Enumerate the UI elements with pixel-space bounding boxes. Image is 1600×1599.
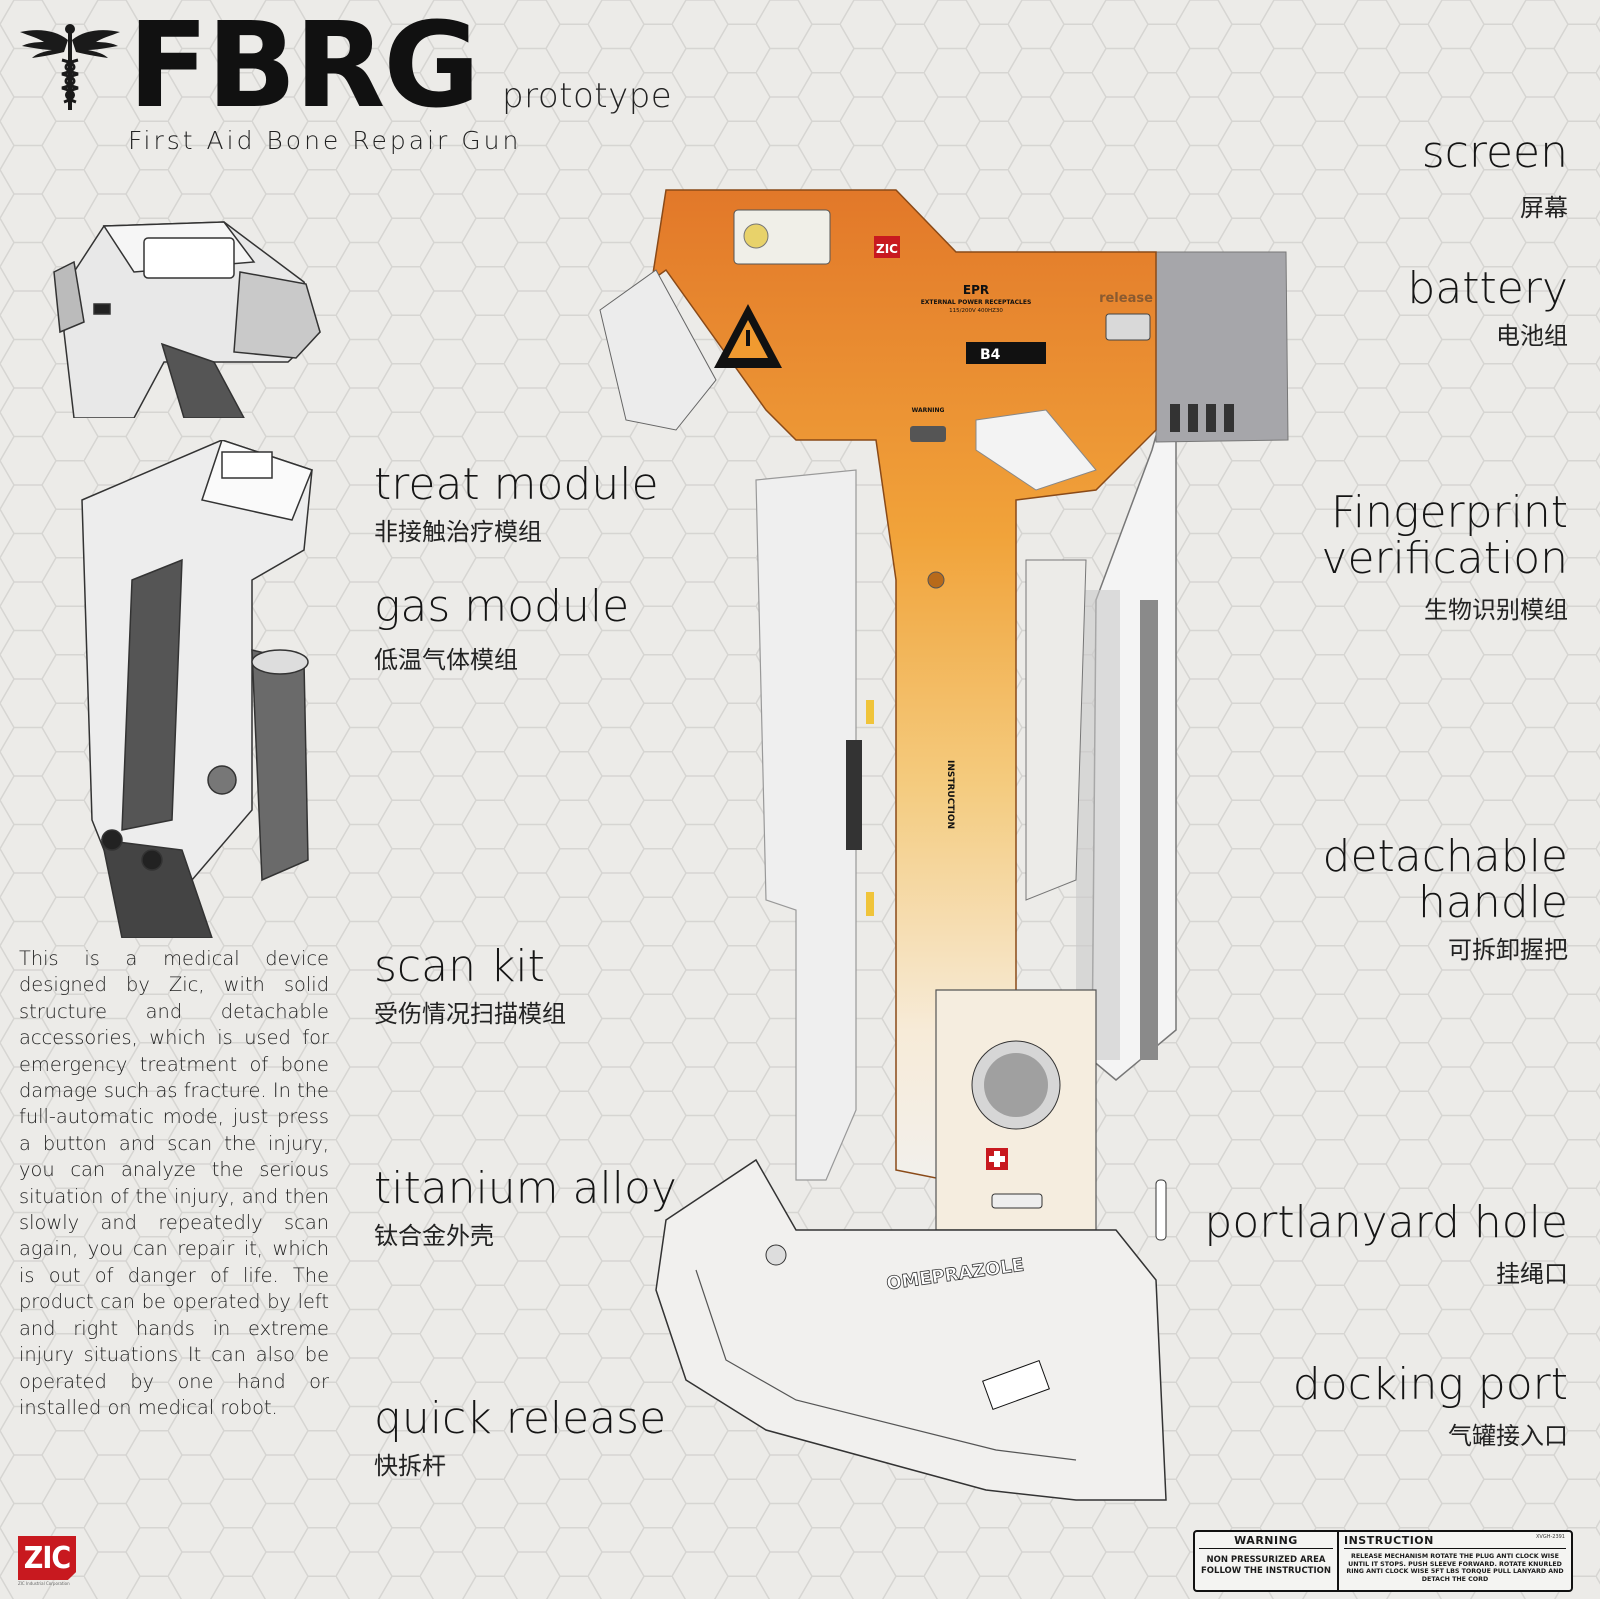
warning-plate-line2: FOLLOW THE INSTRUCTION [1201, 1566, 1331, 1576]
zic-logo-text: ZIC [18, 1536, 76, 1580]
label-screen: screen 屏幕 [1421, 127, 1568, 223]
label-fingerprint: Fingerprint verification 生物识别模组 [1321, 487, 1568, 625]
page-title: FBRG [128, 0, 480, 134]
instruction-side-marking: INSTRUCTION [945, 760, 955, 829]
label-treat-module-en: treat module [374, 459, 659, 510]
label-scan-kit-en: scan kit [374, 941, 545, 992]
label-titanium-alloy-en: titanium alloy [374, 1163, 677, 1214]
epr-spec: 115/200V 400HZ30 [949, 308, 1003, 314]
caduceus-wings-icon [20, 24, 120, 110]
label-quick-release: quick release 快拆杆 [374, 1393, 667, 1481]
product-description: This is a medical device designed by Zic… [19, 947, 329, 1419]
label-portlanyard-hole: portlanyard hole 挂绳口 [1204, 1197, 1568, 1289]
label-scan-kit: scan kit 受伤情况扫描模组 [374, 941, 566, 1029]
b4-marking: B4 [980, 347, 1001, 363]
label-detachable-handle: detachable handle 可拆卸握把 [1322, 831, 1568, 965]
label-portlanyard-en: portlanyard hole [1204, 1197, 1568, 1248]
product-full-name: First Aid Bone Repair Gun [128, 126, 522, 155]
warning-plate-code: XVGH-2391 [1535, 1534, 1565, 1540]
label-scan-kit-cn: 受伤情况扫描模组 [374, 1000, 566, 1029]
warning-plate-head: WARNING [1199, 1534, 1333, 1549]
label-gas-module: gas module 低温气体模组 [374, 581, 630, 675]
label-battery-en: battery [1407, 263, 1568, 314]
release-marking: release [1099, 291, 1153, 306]
label-docking-port: docking port 气罐接入口 [1292, 1359, 1568, 1451]
label-battery: battery 电池组 [1407, 263, 1568, 351]
warning-marking: WARNING [912, 407, 945, 414]
label-docking-port-en: docking port [1292, 1359, 1568, 1410]
label-fingerprint-en-1: Fingerprint [1330, 487, 1568, 538]
warning-plate-line1: NON PRESSURIZED AREA [1206, 1555, 1326, 1565]
label-screen-cn: 屏幕 [1520, 194, 1568, 223]
label-treat-module-cn: 非接触治疗模组 [374, 518, 542, 547]
label-quick-release-cn: 快拆杆 [374, 1452, 446, 1481]
sketch-view-iso [81, 440, 313, 938]
label-treat-module: treat module 非接触治疗模组 [374, 459, 659, 547]
sketch-view-top [53, 221, 321, 418]
instruction-plate-body: RELEASE MECHANISM ROTATE THE PLUG ANTI C… [1346, 1553, 1564, 1583]
label-quick-release-en: quick release [374, 1393, 667, 1444]
zic-logo-tagline: ZIC Industrial Corporation [18, 1581, 70, 1586]
warning-instruction-plate: WARNING NON PRESSURIZED AREA FOLLOW THE … [1193, 1530, 1573, 1592]
medical-cross-icon [986, 1148, 1008, 1170]
label-docking-port-cn: 气罐接入口 [1448, 1422, 1568, 1451]
label-battery-cn: 电池组 [1496, 322, 1568, 351]
device-brand-text: ZIC [876, 242, 898, 256]
label-titanium-alloy: titanium alloy 钛合金外壳 [374, 1163, 677, 1251]
label-screen-en: screen [1421, 127, 1568, 178]
label-gas-module-en: gas module [374, 581, 630, 632]
label-fingerprint-cn: 生物识别模组 [1424, 596, 1568, 625]
label-handle-cn: 可拆卸握把 [1448, 936, 1568, 965]
zic-logo: ZIC ZIC Industrial Corporation [18, 1536, 76, 1586]
label-handle-en-2: handle [1418, 877, 1568, 929]
label-portlanyard-cn: 挂绳口 [1496, 1260, 1568, 1289]
hazard-triangle-icon [714, 304, 782, 368]
label-gas-module-cn: 低温气体模组 [374, 646, 518, 675]
epr-subtitle: EXTERNAL POWER RECEPTACLES [921, 299, 1032, 306]
device-illustration: ZIC EPR EXTERNAL POWER RECEPTACLES 115/2… [599, 189, 1289, 1501]
label-titanium-alloy-cn: 钛合金外壳 [374, 1222, 494, 1251]
epr-title: EPR [963, 283, 989, 297]
label-fingerprint-en-2: verification [1321, 533, 1568, 585]
instruction-plate-head: INSTRUCTION [1344, 1534, 1566, 1549]
page-subtitle: prototype [502, 76, 673, 116]
label-handle-en-1: detachable [1322, 831, 1568, 882]
